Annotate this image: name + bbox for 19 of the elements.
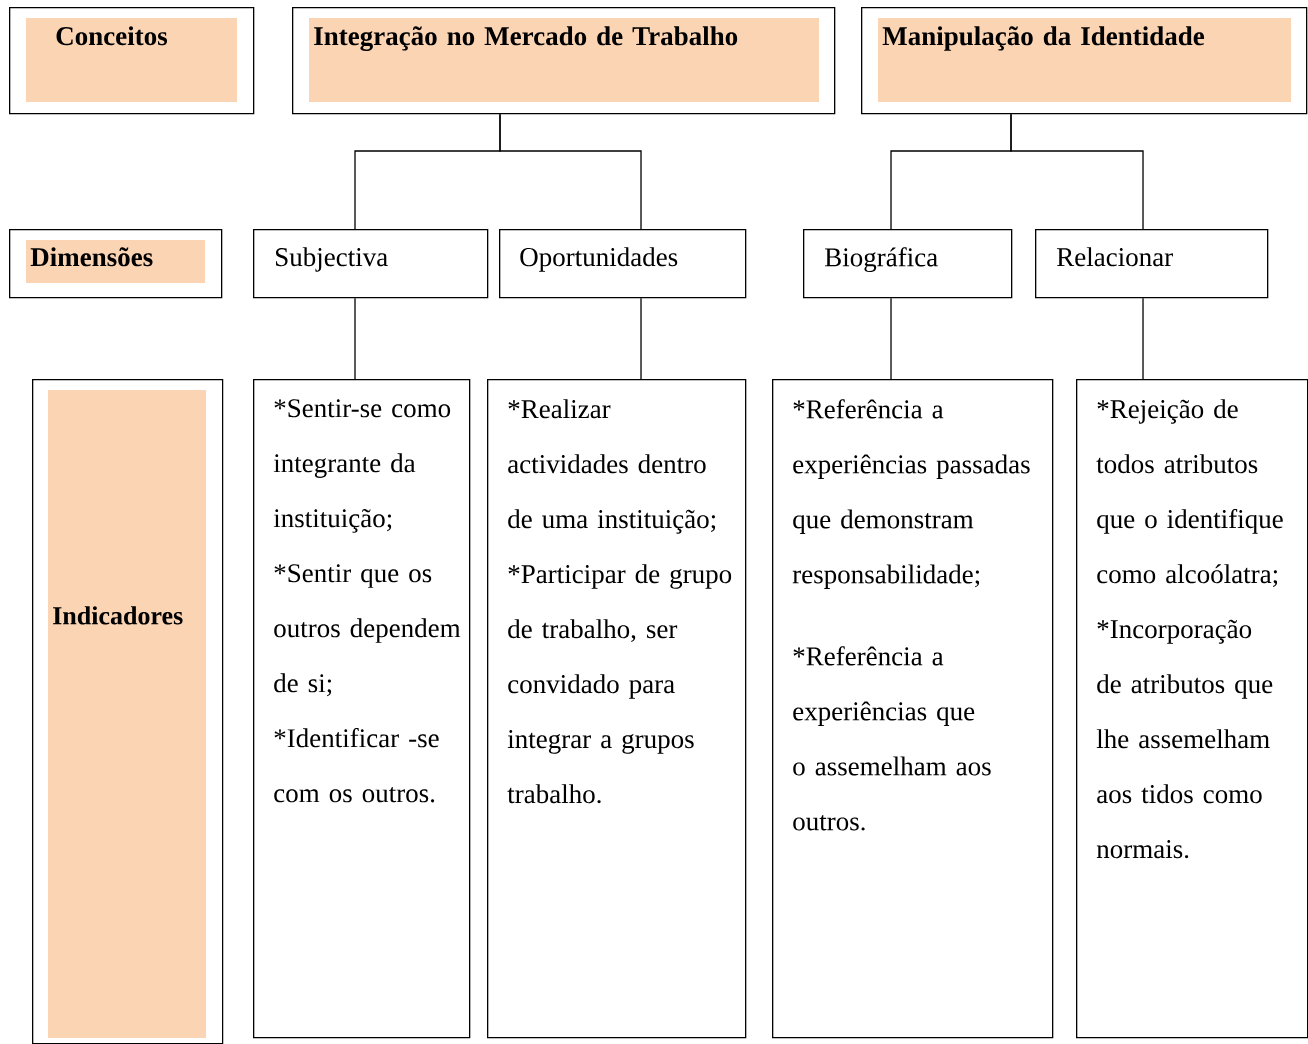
- indicator-box: *Referência a experiências passadas que demonstram responsabilidade; *Referência a experiências que o assemelham aos outros.: [772, 379, 1054, 1039]
- connector-line: [890, 297, 892, 380]
- connector-line: [499, 113, 642, 230]
- dimension-box: Subjectiva: [253, 229, 489, 299]
- dimension-header-box: Dimensões: [9, 229, 223, 299]
- connector-line: [1010, 113, 1144, 230]
- connector-line: [354, 297, 356, 380]
- indicator-box: *Rejeição de todos atributos que o identifique como alcoólatra; *Incorporação de atributos que lhe assemelham aos tidos como normais.: [1076, 379, 1308, 1039]
- dimension-box: Oportunidades: [499, 229, 747, 299]
- concept-header-box: Manipulação da Identidade: [861, 7, 1308, 115]
- dimension-box: Biográfica: [803, 229, 1013, 299]
- connector-line: [640, 297, 642, 380]
- concept-header-box: Conceitos: [9, 7, 255, 115]
- connector-line: [1142, 297, 1144, 380]
- dimension-box: Relacionar: [1035, 229, 1269, 299]
- indicator-box: *Sentir-se como integrante da instituição; *Sentir que os outros dependem de si; *Identificar -se com os outros.: [253, 379, 471, 1039]
- indicator-header-box: Indicadores: [32, 379, 224, 1044]
- concept-header-box: Integração no Mercado de Trabalho: [292, 7, 836, 115]
- indicator-box: *Realizar actividades dentro de uma instituição; *Participar de grupo de trabalho, ser convidado para integrar a grupos trabalho.: [487, 379, 747, 1039]
